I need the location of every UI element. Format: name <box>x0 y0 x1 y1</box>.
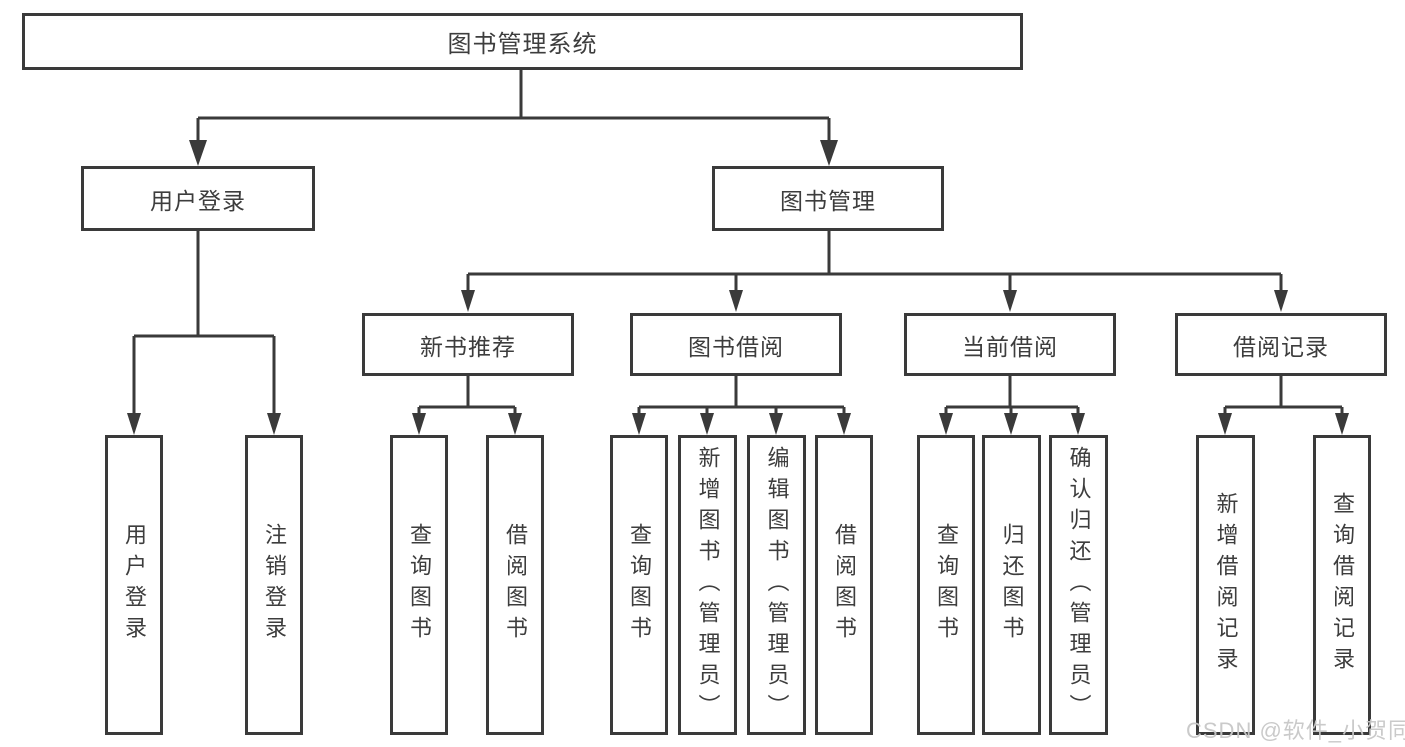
arrowhead-icon <box>632 413 646 435</box>
leaf-borrow-books-recommend: 借阅图书 <box>486 435 544 735</box>
arrowhead-icon <box>1274 290 1288 312</box>
arrowhead-icon <box>837 413 851 435</box>
leaf-label: 确认归还（管理员） <box>1066 445 1092 725</box>
arrowhead-icon <box>769 413 783 435</box>
leaf-label: 查询图书 <box>934 523 959 647</box>
node-book-management: 图书管理 <box>712 166 944 231</box>
leaf-query-borrow-record: 查询借阅记录 <box>1313 435 1371 735</box>
leaf-label: 借阅图书 <box>832 523 857 647</box>
leaf-add-book-admin: 新增图书（管理员） <box>678 435 737 735</box>
leaf-label: 查询图书 <box>627 523 652 647</box>
leaf-label: 注销登录 <box>262 523 287 647</box>
arrowhead-icon <box>1218 413 1232 435</box>
arrowhead-icon <box>189 140 207 166</box>
leaf-label: 查询图书 <box>407 523 432 647</box>
arrowhead-icon <box>267 413 281 435</box>
leaf-label: 新增借阅记录 <box>1213 492 1239 678</box>
leaf-add-borrow-record: 新增借阅记录 <box>1196 435 1255 735</box>
node-book-borrowing: 图书借阅 <box>630 313 842 376</box>
leaf-query-books-borrow: 查询图书 <box>610 435 668 735</box>
arrowhead-icon <box>700 413 714 435</box>
arrowheads <box>127 140 1349 435</box>
arrowhead-icon <box>1004 413 1018 435</box>
leaf-query-books-recommend: 查询图书 <box>390 435 448 735</box>
leaf-query-books-current: 查询图书 <box>917 435 975 735</box>
leaf-label: 查询借阅记录 <box>1330 492 1355 678</box>
node-current-borrowing: 当前借阅 <box>904 313 1116 376</box>
leaf-label: 新增图书（管理员） <box>695 445 721 725</box>
tree-edges <box>132 69 1344 415</box>
node-new-book-recommendation: 新书推荐 <box>362 313 574 376</box>
node-library-management-system: 图书管理系统 <box>22 13 1023 70</box>
node-borrowing-records: 借阅记录 <box>1175 313 1387 376</box>
leaf-label: 编辑图书（管理员） <box>764 445 790 725</box>
arrowhead-icon <box>1071 413 1085 435</box>
leaf-borrow-books-borrow: 借阅图书 <box>815 435 873 735</box>
arrowhead-icon <box>729 290 743 312</box>
arrowhead-icon <box>820 140 838 166</box>
arrowhead-icon <box>939 413 953 435</box>
arrowhead-icon <box>508 413 522 435</box>
arrowhead-icon <box>127 413 141 435</box>
arrowhead-icon <box>1003 290 1017 312</box>
node-user-login: 用户登录 <box>81 166 315 231</box>
arrowhead-icon <box>1335 413 1349 435</box>
leaf-label: 用户登录 <box>122 523 147 647</box>
leaf-user-login: 用户登录 <box>105 435 163 735</box>
leaf-label: 归还图书 <box>999 523 1025 647</box>
leaf-return-book: 归还图书 <box>982 435 1041 735</box>
csdn-watermark: CSDN @软件_小贺同学 <box>1186 718 1405 743</box>
leaf-confirm-return-admin: 确认归还（管理员） <box>1049 435 1108 735</box>
arrowhead-icon <box>412 413 426 435</box>
leaf-edit-book-admin: 编辑图书（管理员） <box>747 435 806 735</box>
leaf-logout: 注销登录 <box>245 435 303 735</box>
leaf-label: 借阅图书 <box>503 523 528 647</box>
arrowhead-icon <box>461 290 475 312</box>
